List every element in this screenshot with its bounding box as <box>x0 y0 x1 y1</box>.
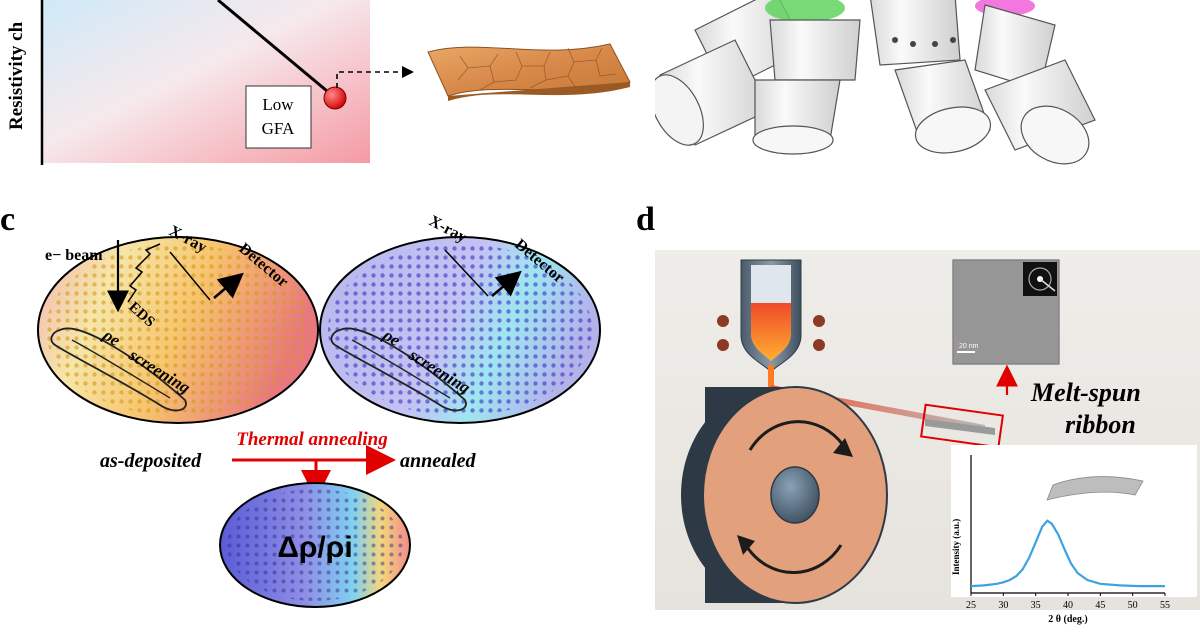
annealed-label: annealed <box>400 450 477 472</box>
panel-a-gradient-bg <box>42 0 370 163</box>
xrd-x-tick-label: 45 <box>1095 600 1105 611</box>
xrd-x-tick-label: 30 <box>998 600 1008 611</box>
dashed-arrow-head <box>402 66 414 78</box>
delta-rho-label: Δρ/ρi <box>277 531 352 564</box>
panel-b-graphic <box>655 0 1200 165</box>
thermal-annealing-label: Thermal annealing <box>236 429 388 450</box>
panel-a-box-line1: Low <box>262 95 294 114</box>
panel-a-ylabel: Resistivity ch <box>6 21 27 130</box>
cylinder-3 <box>870 0 995 159</box>
as-deposited-label: as-deposited <box>100 450 202 472</box>
xrd-plot-bg <box>951 445 1197 597</box>
panel-b <box>655 0 1200 165</box>
ribbon-graphic <box>330 30 650 140</box>
panel-a: Low GFA Resistivity ch <box>0 0 380 170</box>
xrd-x-tick-label: 35 <box>1031 600 1041 611</box>
xrd-x-tick-label: 25 <box>966 600 976 611</box>
xrd-ylabel: Intensity (a.u.) <box>951 519 961 575</box>
ribbon-label-line2: ribbon <box>1065 410 1136 439</box>
ribbon-label-line1: Melt-spun <box>1030 378 1141 407</box>
dashed-arrow-line <box>337 72 402 88</box>
ebeam-label: e− beam <box>45 247 103 264</box>
panel-a-box-line2: GFA <box>262 119 295 138</box>
panel-c-graphic: ρe screening e− beam EDS X-ray Detector … <box>0 190 640 630</box>
panel-d-graphic: 20 nm Melt-spun ribbon 25 30 35 40 45 50 55 In… <box>655 245 1200 630</box>
tem-scale-label: 20 nm <box>959 343 979 350</box>
xrd-x-tick-label: 40 <box>1063 600 1073 611</box>
xrd-inset: 25 30 35 40 45 50 55 <box>951 445 1197 611</box>
xrd-x-tick-label: 50 <box>1128 600 1138 611</box>
xrd-xlabel: 2 θ (deg.) <box>1048 614 1087 625</box>
panel-d-label: d <box>636 200 655 240</box>
panel-d: 20 nm Melt-spun ribbon 25 30 35 40 45 50 55 In… <box>655 245 1200 630</box>
quench-wheel <box>681 387 887 603</box>
panel-c: ρe screening e− beam EDS X-ray Detector … <box>0 190 640 630</box>
ribbon-illustration <box>330 30 650 140</box>
panel-a-graphic: Low GFA Resistivity ch <box>0 0 380 170</box>
cylinder-4 <box>975 5 1099 165</box>
xrd-x-tick-label: 55 <box>1160 600 1170 611</box>
